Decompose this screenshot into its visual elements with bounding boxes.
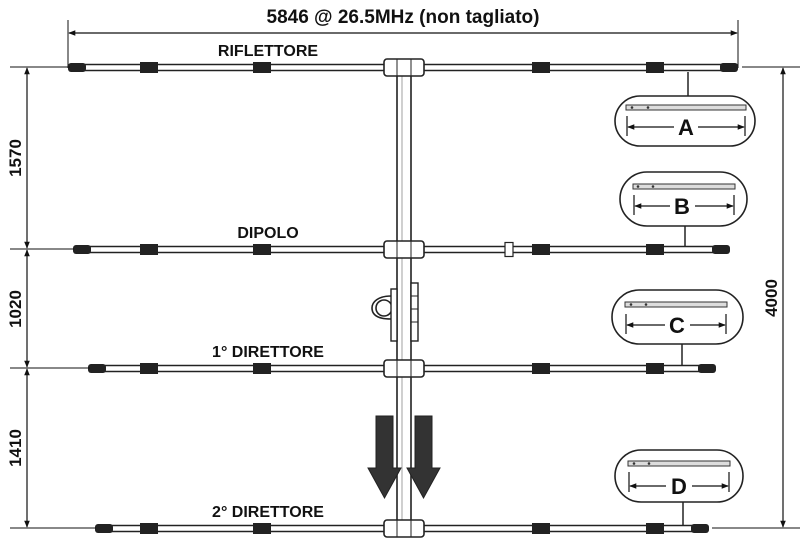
- spacing-reflector-dipole: 1570: [6, 139, 25, 177]
- detail-label-b: B: [674, 194, 690, 219]
- total-boom-label: 4000: [762, 279, 781, 317]
- spacing-dimensions: 1570 1020 1410: [6, 66, 96, 529]
- detail-label-c: C: [669, 313, 685, 338]
- overall-width-dimension: 5846 @ 26.5MHz (non tagliato): [67, 7, 739, 68]
- detail-callout-b: B: [619, 171, 748, 227]
- reflector-element: RIFLETTORE: [68, 43, 738, 96]
- director-2-element: 2° DIRETTORE: [95, 502, 709, 538]
- director-2-label: 2° DIRETTORE: [212, 504, 324, 521]
- detail-callout-d: D: [614, 449, 744, 503]
- dipole-label: DIPOLO: [237, 225, 298, 242]
- total-boom-dimension: 4000: [712, 66, 800, 529]
- dipole-element: DIPOLO: [73, 225, 730, 259]
- director-1-element: 1° DIRETTORE: [88, 344, 716, 378]
- detail-callout-c: C: [611, 289, 744, 345]
- spacing-director1-director2: 1410: [6, 429, 25, 467]
- detail-label-d: D: [671, 474, 687, 499]
- director-1-label: 1° DIRETTORE: [212, 344, 324, 361]
- arrow-down-icon: [406, 415, 441, 500]
- overall-width-label: 5846 @ 26.5MHz (non tagliato): [267, 7, 540, 28]
- reflector-label: RIFLETTORE: [218, 43, 318, 60]
- boom: [396, 65, 412, 533]
- spacing-dipole-director1: 1020: [6, 290, 25, 328]
- detail-callout-a: A: [614, 95, 756, 147]
- mast-clamp: [371, 282, 419, 342]
- arrow-down-icon: [367, 415, 402, 500]
- direction-arrows: [367, 415, 441, 500]
- detail-label-a: A: [678, 115, 694, 140]
